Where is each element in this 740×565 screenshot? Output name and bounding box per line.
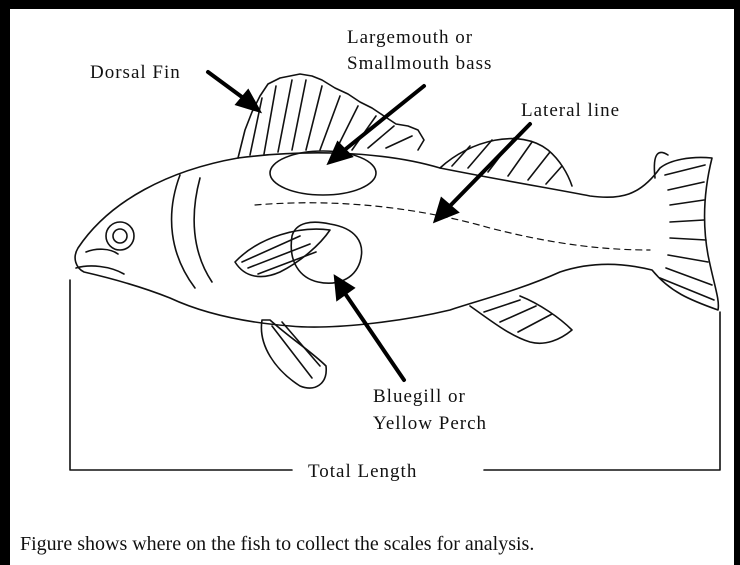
total-length-bracket-left (70, 280, 292, 470)
perch-label-line2: Yellow Perch (373, 412, 487, 436)
bass-label-line2: Smallmouth bass (347, 52, 492, 76)
perch-arrow (344, 292, 404, 380)
lateral-line-arrow (446, 124, 530, 210)
perch-label-line1: Bluegill or (373, 385, 466, 409)
bass-scale-area (270, 151, 376, 195)
bass-arrow (342, 86, 424, 152)
fish-eye (106, 222, 134, 250)
dorsal-fin-arrow (208, 72, 246, 100)
dorsal-fin-label: Dorsal Fin (90, 61, 181, 85)
fish-body (75, 153, 718, 327)
total-length-bracket-right (484, 312, 720, 470)
perch-scale-area (291, 222, 361, 283)
anal-fin (470, 296, 572, 343)
figure-caption: Figure shows where on the fish to collec… (20, 533, 534, 556)
lateral-line-label: Lateral line (521, 99, 620, 123)
total-length-label: Total Length (308, 460, 417, 484)
bass-label-line1: Largemouth or (347, 26, 473, 50)
